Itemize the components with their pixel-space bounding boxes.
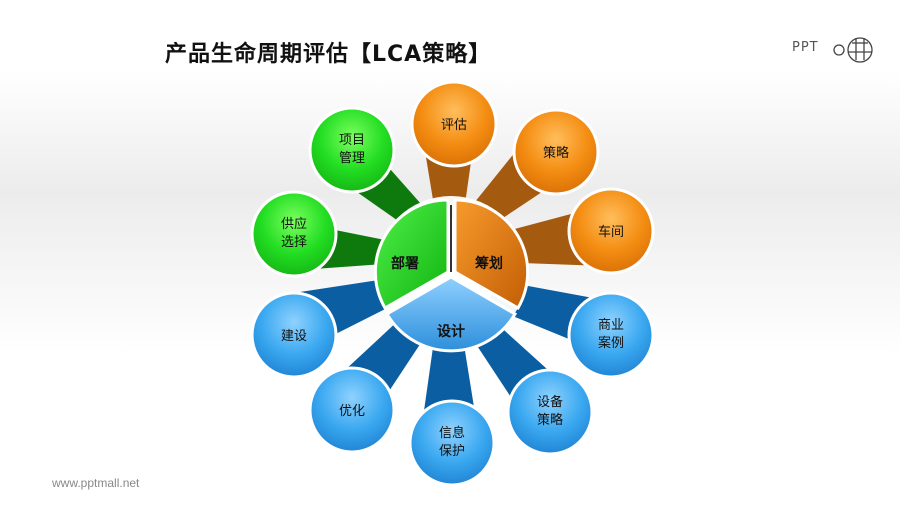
center-segment-plan: [453, 198, 530, 311]
node-label-supply-l1: 供应: [281, 216, 307, 232]
logo-mark-icon: [833, 37, 873, 63]
node-label-project-mgmt-l2: 管理: [339, 151, 365, 166]
center-label-plan: 筹划: [475, 255, 503, 272]
center-segment-deploy: [373, 198, 450, 311]
node-circle-optimize: [308, 366, 396, 454]
node-label-group: 项目 管理 供应 选择 评估 策略 车间 商业 案例 设备 策略 信息 保护 优…: [281, 118, 624, 459]
node-circle-workshop: [567, 187, 655, 275]
node-label-build: 建设: [281, 329, 307, 344]
logo-text: PPT: [792, 40, 819, 55]
node-circle-evaluate: [410, 80, 498, 168]
node-circle-info-protect: [408, 399, 496, 487]
node-label-strategy: 策略: [543, 145, 569, 161]
center-label-design: 设计: [437, 323, 465, 340]
node-circle-build: [250, 291, 338, 379]
node-label-info-protect-l2: 保护: [439, 444, 465, 459]
node-label-project-mgmt-l1: 项目: [339, 133, 365, 148]
page-title: 产品生命周期评估【LCA策略】: [165, 42, 492, 67]
center-label-deploy: 部署: [391, 255, 419, 272]
node-group: [250, 80, 655, 487]
node-label-equip-strategy-l1: 设备: [537, 394, 563, 410]
watermark-url: www.pptmall.net: [52, 476, 140, 490]
node-label-equip-strategy-l2: 策略: [537, 412, 563, 428]
node-label-info-protect-l1: 信息: [439, 425, 465, 441]
node-label-business-case-l2: 案例: [598, 336, 624, 351]
node-label-business-case-l1: 商业: [598, 318, 624, 333]
node-circle-strategy: [512, 108, 600, 196]
node-label-workshop: 车间: [598, 224, 624, 240]
brand-logo: PPT: [792, 32, 876, 64]
node-label-evaluate: 评估: [441, 118, 467, 133]
center-pie: 部署 筹划 设计: [373, 196, 530, 353]
node-circle-project-mgmt: [308, 106, 396, 194]
node-circle-business-case: [567, 291, 655, 379]
node-circle-supply: [250, 190, 338, 278]
node-label-optimize: 优化: [339, 404, 365, 419]
node-circle-equip-strategy: [506, 368, 594, 456]
node-label-supply-l2: 选择: [281, 235, 307, 250]
center-segment-design: [384, 275, 518, 353]
